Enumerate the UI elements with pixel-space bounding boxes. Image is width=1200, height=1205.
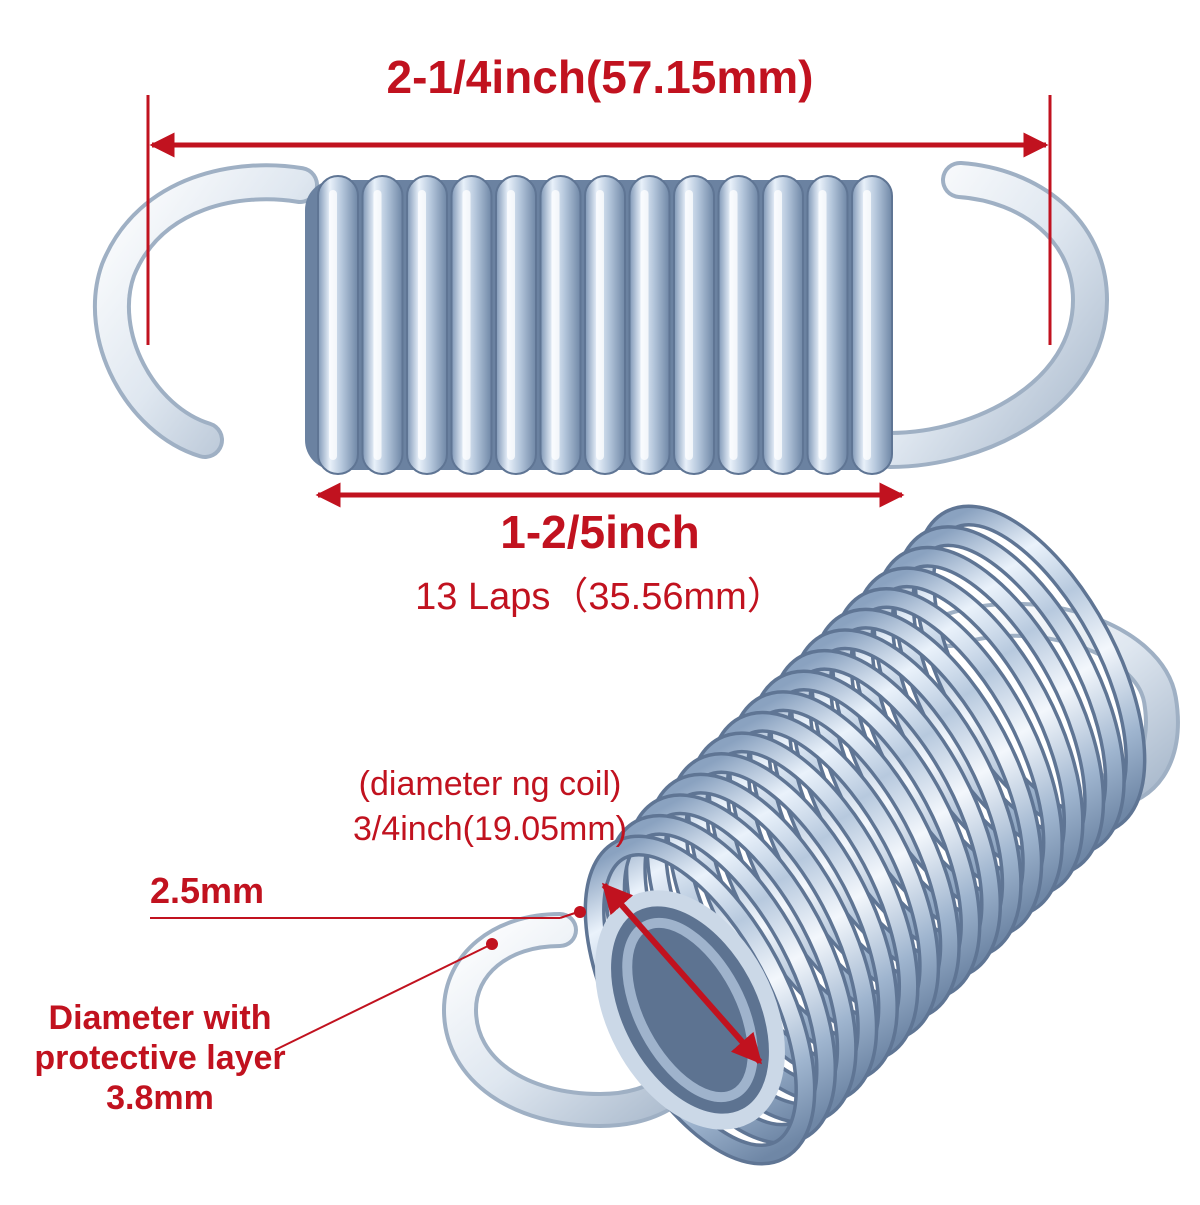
coil-highlight <box>640 190 649 460</box>
coil-turn <box>361 175 404 475</box>
protective-leader-line <box>274 944 491 1051</box>
coil-highlight <box>329 190 337 460</box>
wire-thickness-label: 2.5mm <box>150 870 265 911</box>
coil-highlight <box>418 190 426 460</box>
coil-turn <box>717 175 760 475</box>
coil-turn <box>673 175 715 475</box>
coil-turn <box>495 175 537 475</box>
coil-highlight <box>507 190 515 460</box>
coil-highlight <box>774 190 782 460</box>
coil-diameter-value: 3/4inch(19.05mm) <box>352 810 627 848</box>
coil-turn <box>317 175 359 475</box>
coil-turn <box>450 175 493 475</box>
coil-turn <box>539 175 582 475</box>
coil-highlight <box>685 190 693 460</box>
coil-diameter-caption: (diameter ng coil) <box>358 765 622 803</box>
coil-turn <box>851 175 893 475</box>
coil-turn <box>628 175 671 475</box>
coil-diameter-arrow <box>601 882 763 1065</box>
coil-highlight <box>596 190 604 460</box>
coil-turn <box>806 175 849 475</box>
body-length-label: 1-2/5inch <box>500 506 700 558</box>
coil-highlight <box>462 190 471 460</box>
coil-highlight <box>863 190 871 460</box>
coil-turn <box>406 175 448 475</box>
overall-length-label: 2-1/4inch(57.15mm) <box>386 51 814 103</box>
laps-label: 13 Laps（35.56mm） <box>415 576 785 618</box>
coil-turn <box>584 175 626 475</box>
coil-highlight <box>818 190 827 460</box>
wire-leader-dot <box>574 906 586 918</box>
protective-leader-dot <box>486 938 498 950</box>
coil-turns <box>305 175 893 475</box>
protective-layer-label: Diameter with protective layer 3.8mm <box>34 999 286 1117</box>
coil-highlight <box>373 190 382 460</box>
dimension-annotations <box>146 95 1052 1065</box>
coil-turns-angled <box>583 504 1147 1166</box>
coil-highlight <box>729 190 738 460</box>
spring-front-view <box>92 161 1110 475</box>
coil-turn <box>762 175 804 475</box>
coil-highlight <box>551 190 560 460</box>
